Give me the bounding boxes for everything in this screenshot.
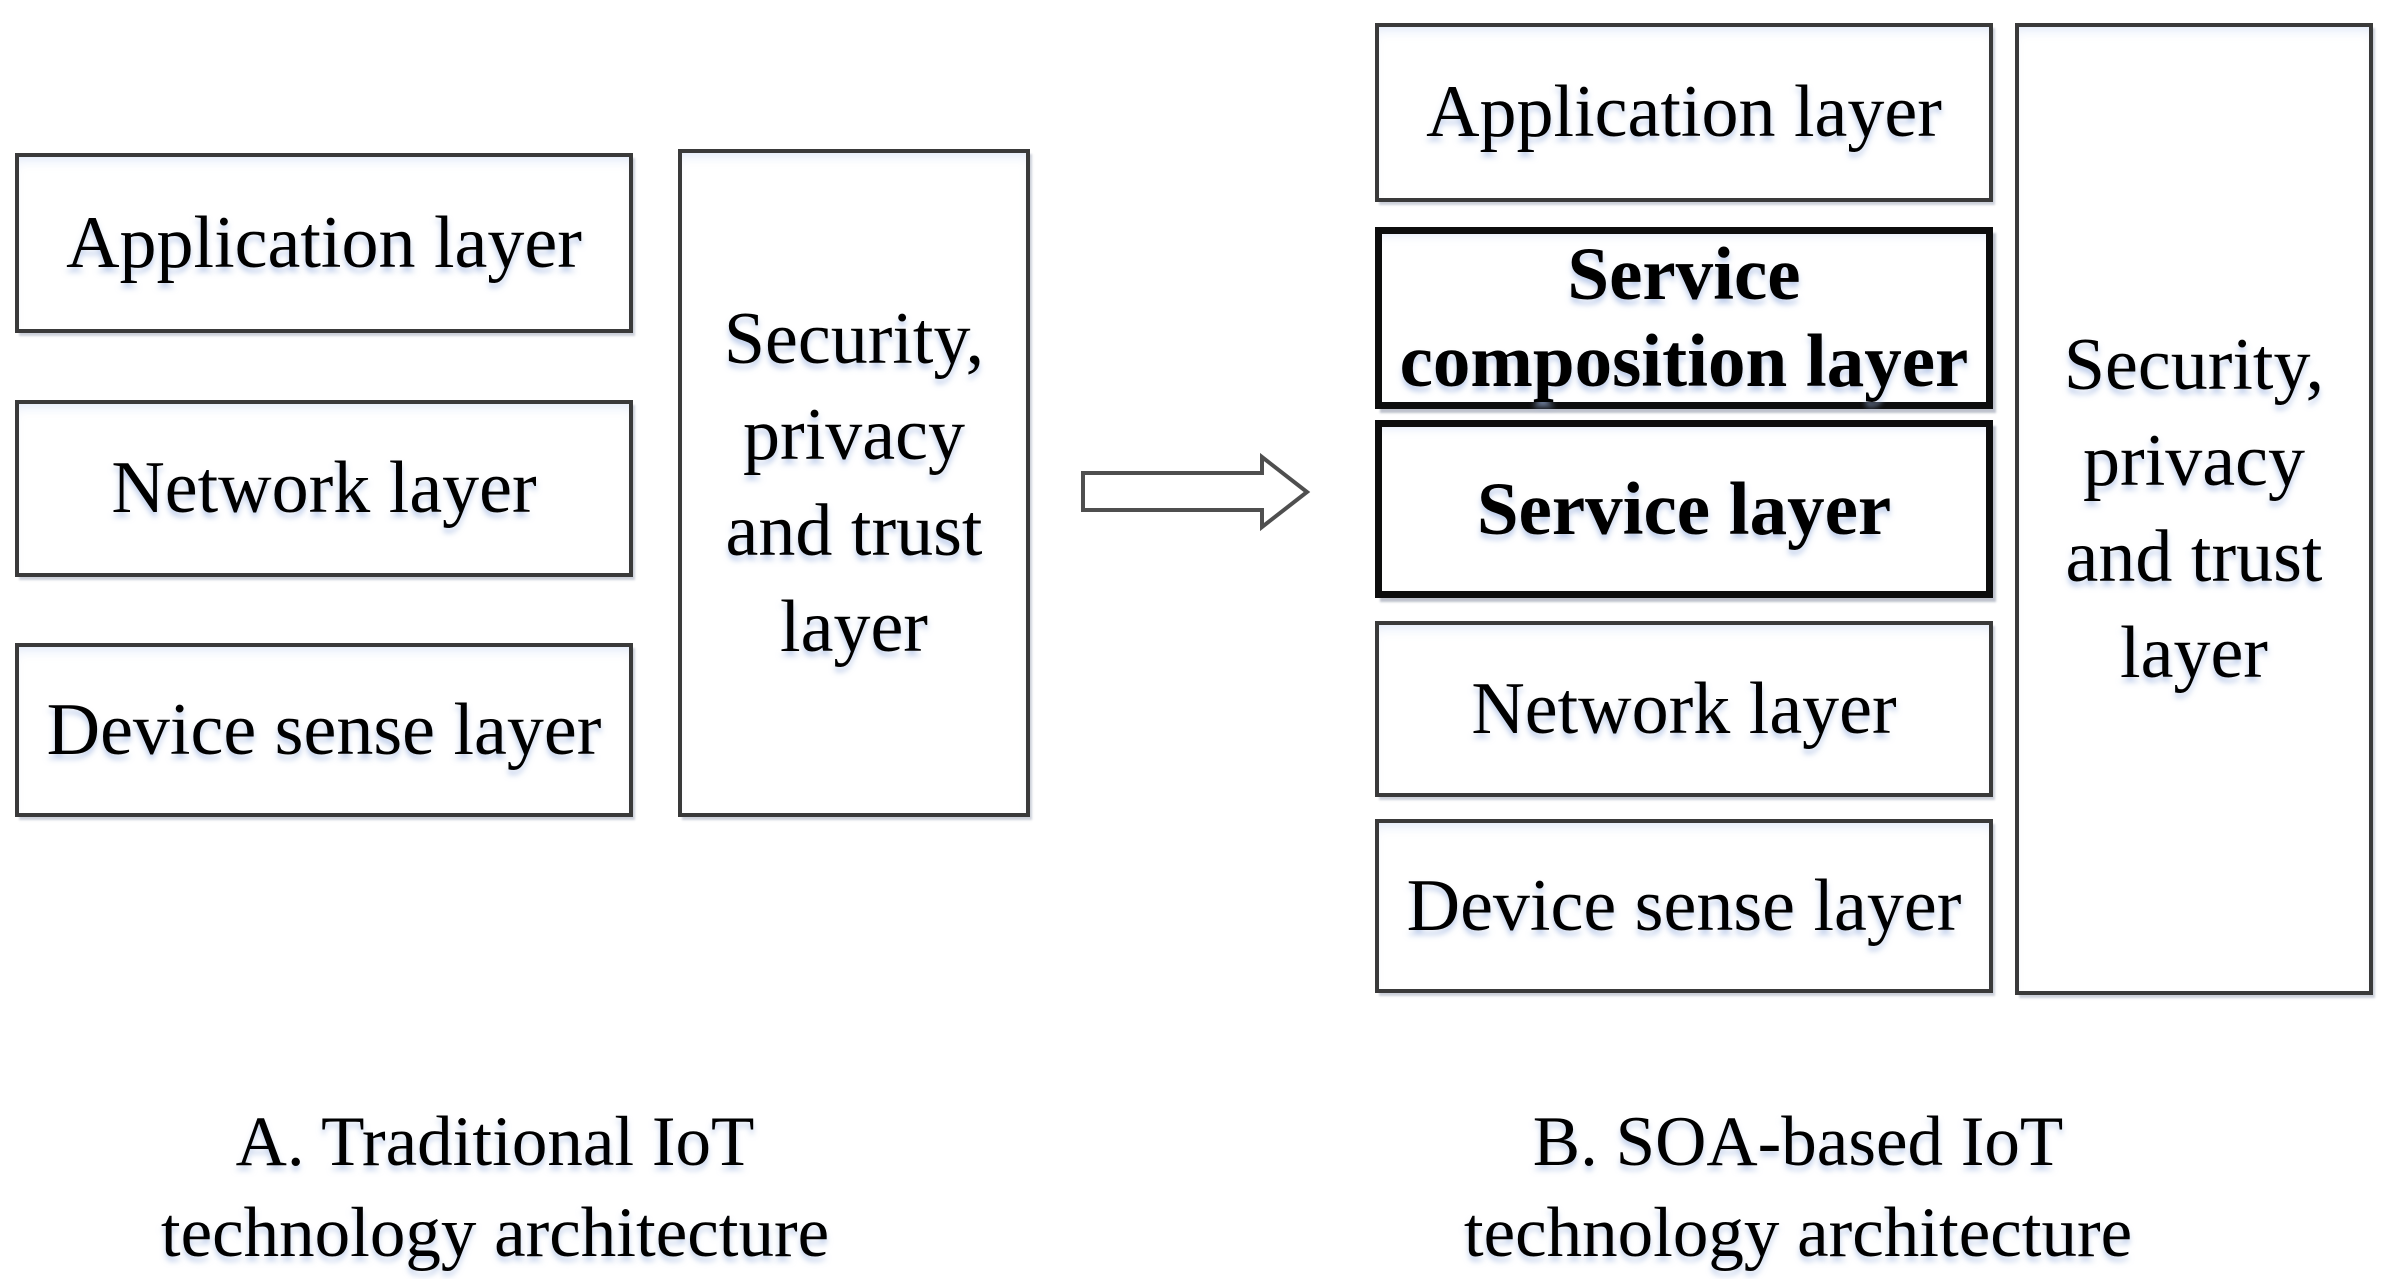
layer-box-device-sense-a: Device sense layer: [15, 643, 633, 817]
layer-label-service-composition-b: Service composition layer: [1400, 231, 1969, 405]
layer-label-application-a: Application layer: [66, 201, 582, 284]
security-label-line: layer: [780, 586, 928, 669]
layer-label-device-sense-b: Device sense layer: [1406, 864, 1962, 947]
caption-soa-based-iot: B. SOA-based IoT technology architecture: [1348, 1097, 2248, 1279]
service-composition-line1: Service: [1567, 233, 1801, 316]
right-arrow-icon: [1081, 452, 1311, 532]
security-label-line: privacy: [743, 393, 965, 476]
security-label-line: privacy: [2083, 419, 2305, 502]
layer-box-service-b: Service layer: [1375, 420, 1993, 598]
layer-label-network-b: Network layer: [1471, 667, 1897, 750]
caption-a-line1: A. Traditional IoT: [235, 1103, 755, 1181]
security-label-line: Security,: [723, 297, 985, 380]
security-label-line: and trust: [2065, 516, 2323, 598]
layer-label-service-b: Service layer: [1476, 467, 1892, 551]
layer-box-network-a: Network layer: [15, 400, 633, 577]
layer-box-service-composition-b: Service composition layer: [1375, 227, 1993, 409]
security-label-line: layer: [2120, 612, 2268, 695]
security-layer-box-b: Security, privacy and trust layer: [2015, 23, 2373, 995]
security-label-line: and trust: [725, 490, 983, 572]
caption-traditional-iot: A. Traditional IoT technology architectu…: [45, 1097, 945, 1279]
layer-box-device-sense-b: Device sense layer: [1375, 819, 1993, 993]
caption-b-line1: B. SOA-based IoT: [1532, 1103, 2064, 1181]
layer-box-application-a: Application layer: [15, 153, 633, 333]
layer-label-application-b: Application layer: [1426, 71, 1942, 154]
layer-label-device-sense-a: Device sense layer: [46, 688, 602, 771]
security-layer-label-b: Security, privacy and trust layer: [2064, 317, 2324, 702]
service-composition-line2: composition layer: [1399, 320, 1969, 403]
layer-box-application-b: Application layer: [1375, 23, 1993, 202]
security-layer-label-a: Security, privacy and trust layer: [724, 291, 984, 676]
security-label-line: Security,: [2063, 323, 2325, 406]
layer-label-network-a: Network layer: [111, 447, 537, 530]
layer-box-network-b: Network layer: [1375, 621, 1993, 797]
caption-b-line2: technology architecture: [1463, 1193, 2133, 1272]
security-layer-box-a: Security, privacy and trust layer: [678, 149, 1030, 817]
caption-a-line2: technology architecture: [160, 1193, 830, 1272]
